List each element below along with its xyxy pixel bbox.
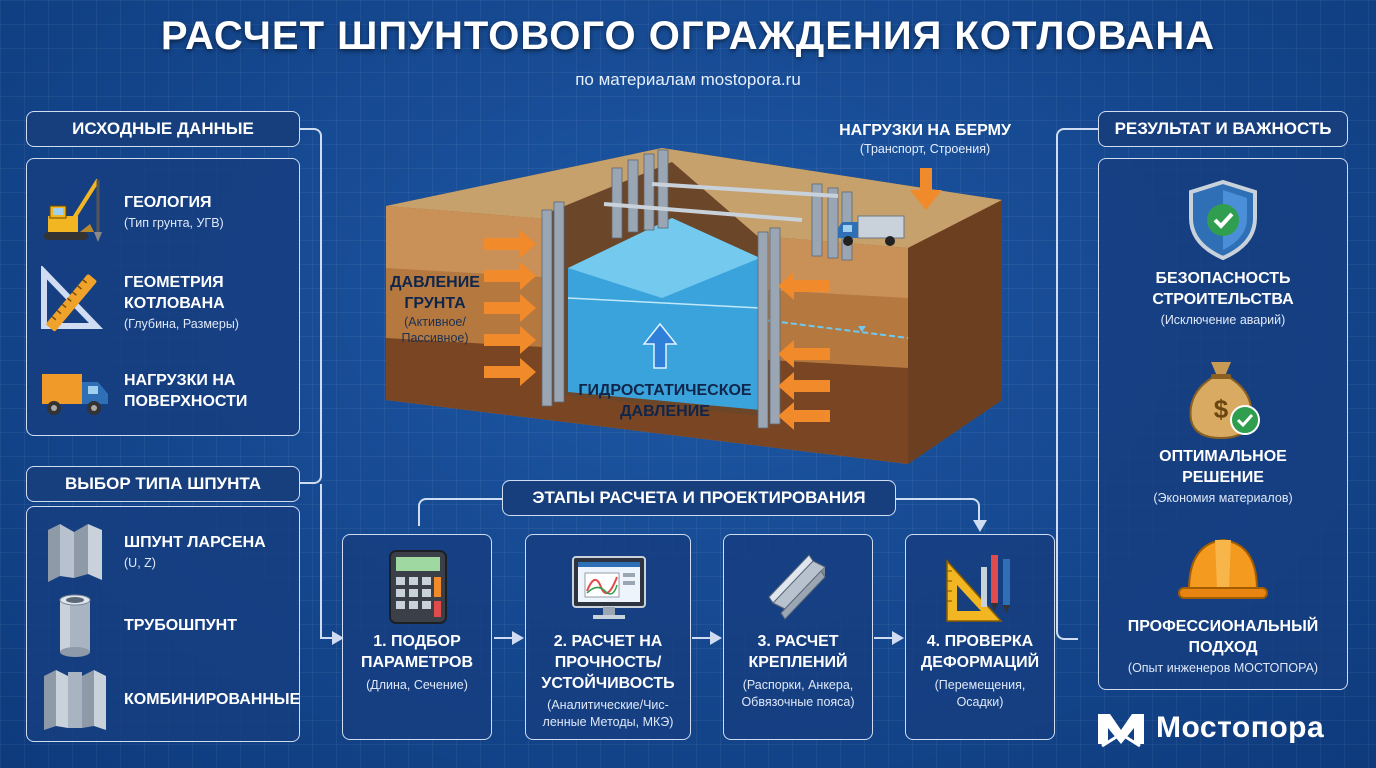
berm-load-label: НАГРУЗКИ НА БЕРМУ (Транспорт, Строения) [839,122,1011,156]
stage-3: 3. РАСЧЕТ КРЕПЛЕНИЙ (Распорки, Анкера, О… [723,534,873,740]
hard-hat-icon [1178,538,1268,599]
truck-icon [42,374,108,415]
soil-pressure-arrows-left [484,230,536,386]
input-item-geometry: ГЕОМЕТРИЯ КОТЛОВАНА (Глубина, Размеры) [40,266,239,336]
hydrostatic-label: ГИДРОСТАТИЧЕСКОЕ ДАВЛЕНИЕ [578,382,752,420]
mostopora-logo-icon [1098,714,1144,748]
page-subtitle: по материалам mostopora.ru [575,70,801,89]
arrow-down-icon [973,520,987,532]
shield-check-icon [1189,179,1257,261]
brand-logo: Мостопора [1096,708,1324,748]
excavation-diagram [386,148,1002,464]
monitor-chart-icon [572,556,646,619]
arrow-right-icon [692,631,722,645]
result-optimal: $ ОПТИМАЛЬНОЕ РЕШЕНИЕ (Экономия материал… [1100,358,1346,505]
sheet-item-larssen: ШПУНТ ЛАРСЕНА (U, Z) [40,516,266,586]
result-safety: БЕЗОПАСНОСТЬ СТРОИТЕЛЬСТВА (Исключение а… [1100,178,1346,327]
calculator-icon [389,550,447,624]
excavator-drill-icon [44,178,102,242]
input-item-surface-loads: НАГРУЗКИ НА ПОВЕРХНОСТИ [40,356,247,426]
larssen-sheet-pile-icon [48,524,102,582]
drafting-tools-icon [946,555,1010,622]
connector-right-out [1074,128,1098,130]
stage-2: 2. РАСЧЕТ НА ПРОЧНОСТЬ/ УСТОЙЧИВОСТЬ (Ан… [525,534,691,740]
result-professional: ПРОФЕССИОНАЛЬНЫЙ ПОДХОД (Опыт инженеров … [1100,530,1346,675]
input-data-heading: ИСХОДНЫЕ ДАННЫЕ [26,111,300,147]
combined-pile-icon [44,670,106,730]
svg-text:$: $ [1214,394,1229,424]
sheet-item-pipe: ТРУБОШПУНТ [40,590,237,660]
hydrostatic-arrow [642,322,678,369]
arrow-right-icon [332,631,344,645]
connector-right [1056,128,1078,640]
stage-4: 4. ПРОВЕРКА ДЕФОРМАЦИЙ (Перемещения, Оса… [905,534,1055,740]
pipe-pile-icon [59,594,91,657]
arrow-right-icon [494,631,524,645]
connector-left-in [320,637,336,639]
input-item-geology: ГЕОЛОГИЯ (Тип грунта, УГВ) [40,176,224,246]
page-title: РАСЧЕТ ШПУНТОВОГО ОГРАЖДЕНИЯ КОТЛОВАНА [160,14,1216,58]
sheet-type-heading: ВЫБОР ТИПА ШПУНТА [26,466,300,502]
connector-left [300,128,322,484]
brand-name: Мостопора [1156,711,1325,744]
soil-pressure-label: ДАВЛЕНИЕ ГРУНТА (Активное/ Пассивное) [390,274,480,345]
results-heading: РЕЗУЛЬТАТ И ВАЖНОСТЬ [1098,111,1348,147]
sheet-item-combined: КОМБИНИРОВАННЫЕ [40,664,300,734]
arrow-right-icon [874,631,904,645]
steel-beam-icon [768,554,826,620]
berm-truck-icon [838,215,905,246]
money-bag-icon: $ [1189,362,1260,440]
soil-pressure-arrows-right [778,272,830,430]
berm-load-arrow [910,168,942,210]
connector-left-down [320,484,322,638]
ruler-triangle-icon [41,266,104,332]
stages-heading: ЭТАПЫ РАСЧЕТА И ПРОЕКТИРОВАНИЯ [502,480,896,516]
stage-1: 1. ПОДБОР ПАРАМЕТРОВ (Длина, Сечение) [342,534,492,740]
